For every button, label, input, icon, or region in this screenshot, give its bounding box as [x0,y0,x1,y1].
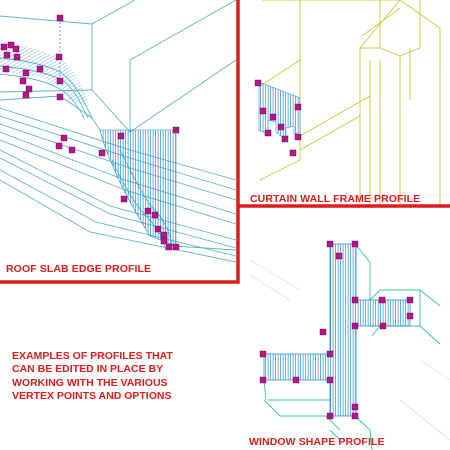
caption-line: VERTEX POINTS AND OPTIONS [12,390,172,403]
roof-slab-edge-profile-label: ROOF SLAB EDGE PROFILE [6,263,152,275]
examples-caption: EXAMPLES OF PROFILES THAT CAN BE EDITED … [12,350,173,404]
window-drawing[interactable] [249,240,450,450]
caption-line: EXAMPLES OF PROFILES THAT [12,350,173,362]
caption-line: WORKING WITH THE VARIOUS [12,376,168,389]
window-vertex-grips [259,240,414,420]
window-shape-profile-label: WINDOW SHAPE PROFILE [249,436,385,448]
curtain-wall-frame-profile-label: CURTAIN WALL FRAME PROFILE [250,193,421,205]
curtain-wall-drawing[interactable] [254,0,441,206]
caption-line: CAN BE EDITED IN PLACE BY [12,363,164,376]
roof-vertex-grips [0,14,180,251]
curtain-wall-vertex-grips [254,79,302,157]
roof-slab-drawing[interactable] [0,0,237,263]
panel-borders [0,0,450,284]
